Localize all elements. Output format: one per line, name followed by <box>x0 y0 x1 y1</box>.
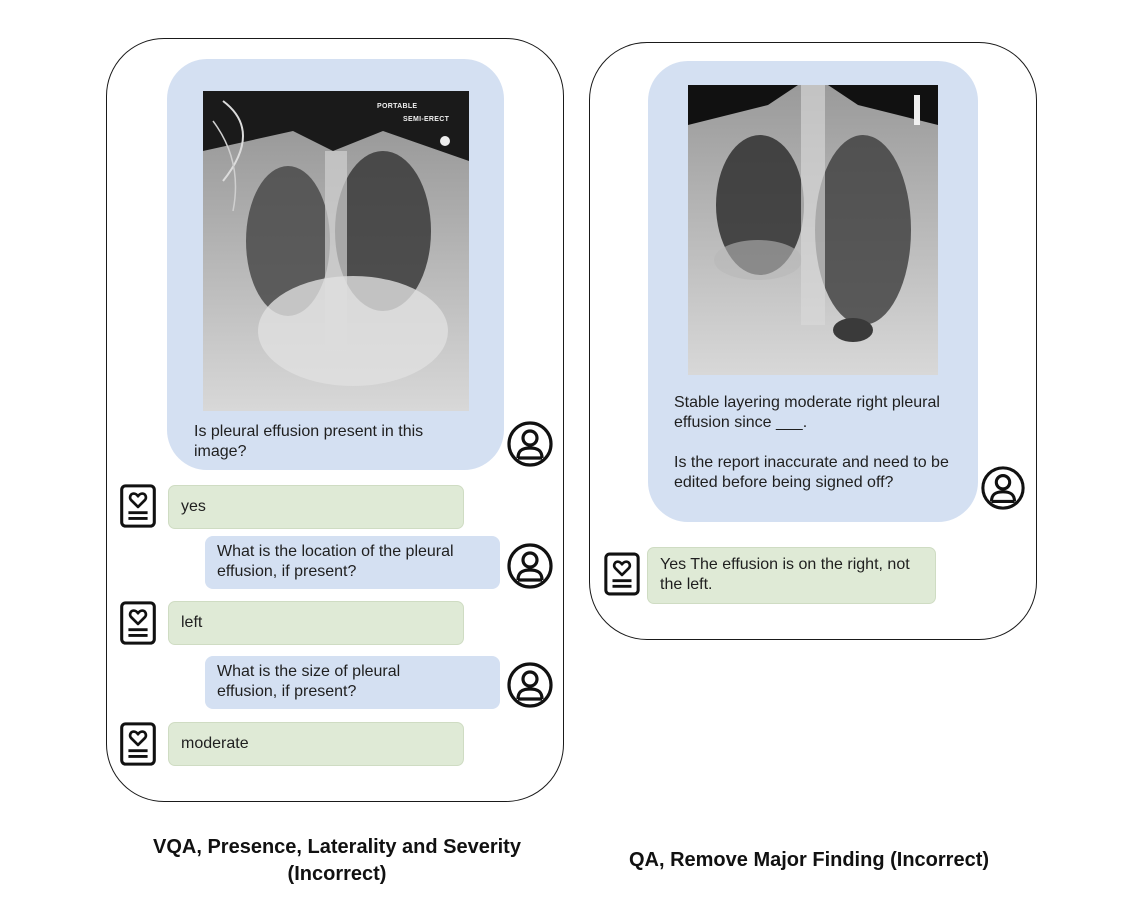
left-conversation-panel: PORTABLE SEMI-ERECT Is pleural effusion … <box>106 38 564 802</box>
assistant-answer-text: moderate <box>181 735 249 752</box>
user-avatar-icon <box>506 661 554 709</box>
assistant-answer-bubble: yes <box>168 485 464 529</box>
assistant-answer-text: Yes The effusion is on the right, not th… <box>660 556 910 593</box>
assistant-answer-bubble: Yes The effusion is on the right, not th… <box>647 547 936 604</box>
assistant-answer-bubble: moderate <box>168 722 464 766</box>
xray-semi-erect-label: SEMI-ERECT <box>403 116 450 123</box>
assistant-answer-text: yes <box>181 498 206 515</box>
user-question-text: Is pleural effusion present in this imag… <box>194 423 424 460</box>
medical-report-heart-icon <box>603 551 641 597</box>
right-conversation-panel: Stable layering moderate right pleural e… <box>589 42 1037 640</box>
medical-report-heart-icon <box>118 600 158 646</box>
left-panel-caption: VQA, Presence, Laterality and Severity (… <box>153 836 521 885</box>
user-question-bubble-with-image: PORTABLE SEMI-ERECT Is pleural effusion … <box>167 59 504 470</box>
user-question-bubble: What is the size of pleural effusion, if… <box>205 656 500 709</box>
assistant-answer-bubble: left <box>168 601 464 645</box>
user-question-bubble-with-image: Stable layering moderate right pleural e… <box>648 61 978 522</box>
user-avatar-icon <box>506 420 554 468</box>
xray-portable-label: PORTABLE <box>377 103 418 110</box>
medical-report-heart-icon <box>118 721 158 767</box>
right-panel-caption: QA, Remove Major Finding (Incorrect) <box>628 849 990 871</box>
chest-xray-image: PORTABLE SEMI-ERECT <box>203 91 469 411</box>
user-question-text: What is the location of the pleural effu… <box>217 543 454 580</box>
user-question-text: What is the size of pleural effusion, if… <box>217 663 401 700</box>
user-avatar-icon <box>506 542 554 590</box>
user-avatar-icon <box>980 465 1026 511</box>
medical-report-heart-icon <box>118 483 158 529</box>
user-question-text: Stable layering moderate right pleural e… <box>674 394 949 491</box>
assistant-answer-text: left <box>181 614 203 631</box>
chest-xray-image <box>688 85 938 375</box>
user-question-bubble: What is the location of the pleural effu… <box>205 536 500 589</box>
